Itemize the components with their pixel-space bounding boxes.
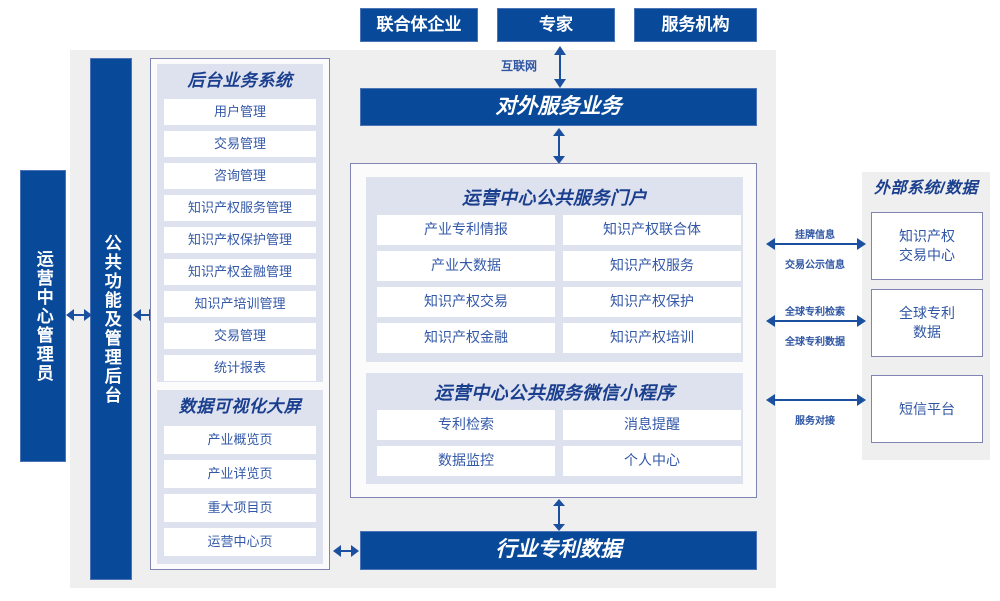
actor-label: 专家 <box>539 15 573 35</box>
portal-item[interactable]: 知识产权服务 <box>563 251 741 281</box>
admin-to-backend-arrow-icon <box>66 306 92 324</box>
external-service-bar: 对外服务业务 <box>360 88 757 126</box>
service-to-portal-arrow-icon <box>550 128 568 164</box>
miniprogram-item[interactable]: 专利检索 <box>377 410 555 440</box>
portal-item[interactable]: 知识产权联合体 <box>563 215 741 245</box>
panel-to-bottom-arrow-icon <box>333 542 359 560</box>
actor-label: 联合体企业 <box>376 15 462 35</box>
role-label: 运营中心管理员 <box>33 249 53 383</box>
role-box-common-backend: 公共功能及管理后台 <box>90 58 132 580</box>
visual-item[interactable]: 运营中心页 <box>164 528 316 556</box>
connector-label-listing-above: 挂牌信息 <box>795 230 835 241</box>
portal-item[interactable]: 知识产权交易 <box>377 287 555 317</box>
miniprogram-item[interactable]: 个人中心 <box>563 446 741 476</box>
backend-item[interactable]: 咨询管理 <box>164 163 316 189</box>
portal-item[interactable]: 知识产权金融 <box>377 323 555 353</box>
visual-item[interactable]: 重大项目页 <box>164 494 316 522</box>
miniprogram-item[interactable]: 消息提醒 <box>563 410 741 440</box>
miniprogram-panel-title: 运营中心公共服务微信小程序 <box>434 383 675 403</box>
connector-label-global-above: 全球专利检索 <box>785 307 845 318</box>
industry-patent-data-bar: 行业专利数据 <box>360 531 757 570</box>
external-item-line2: 交易中心 <box>899 247 955 263</box>
connector-label-listing-below: 交易公示信息 <box>785 260 845 271</box>
portal-item[interactable]: 产业大数据 <box>377 251 555 281</box>
connector-arrow-listing-icon <box>766 236 866 252</box>
connector-label-global-below: 全球专利数据 <box>785 337 845 348</box>
miniprogram-item[interactable]: 数据监控 <box>377 446 555 476</box>
visual-item[interactable]: 产业详览页 <box>164 460 316 488</box>
connector-label-docking-below: 服务对接 <box>795 416 835 427</box>
external-item-sms-platform[interactable]: 短信平台 <box>871 375 983 443</box>
role-label: 公共功能及管理后台 <box>101 233 121 405</box>
backend-business-panel-title: 后台业务系统 <box>187 71 293 90</box>
portal-panel-title: 运营中心公共服务门户 <box>462 188 647 208</box>
portal-item[interactable]: 知识产权保护 <box>563 287 741 317</box>
industry-patent-data-label: 行业专利数据 <box>495 538 622 562</box>
portal-item[interactable]: 知识产权培训 <box>563 323 741 353</box>
backend-item[interactable]: 统计报表 <box>164 355 316 381</box>
connector-arrow-docking-icon <box>766 392 866 408</box>
actor-label: 服务机构 <box>661 15 730 35</box>
external-item-line2: 数据 <box>913 324 941 340</box>
actor-box-consortium: 联合体企业 <box>360 8 478 42</box>
backend-item[interactable]: 交易管理 <box>164 323 316 349</box>
backend-item[interactable]: 知识产权服务管理 <box>164 195 316 221</box>
external-service-bar-label: 对外服务业务 <box>495 94 622 118</box>
external-item-line1: 短信平台 <box>899 400 955 417</box>
external-item-global-patent[interactable]: 全球专利 数据 <box>871 289 983 357</box>
external-item-line1: 全球专利 <box>899 305 955 322</box>
backend-item[interactable]: 用户管理 <box>164 99 316 125</box>
internet-arrow-icon <box>551 46 569 88</box>
actor-box-expert: 专家 <box>497 8 615 42</box>
external-item-line1: 知识产权 <box>899 228 955 245</box>
internet-label: 互联网 <box>500 59 537 73</box>
backend-item[interactable]: 知识产培训管理 <box>164 291 316 317</box>
portal-item[interactable]: 产业专利情报 <box>377 215 555 245</box>
visual-item[interactable]: 产业概览页 <box>164 426 316 454</box>
external-systems-title: 外部系统/数据 <box>874 180 978 197</box>
backend-item[interactable]: 交易管理 <box>164 131 316 157</box>
backend-item[interactable]: 知识产权金融管理 <box>164 259 316 285</box>
data-visual-panel-title: 数据可视化大屏 <box>178 397 302 416</box>
actor-box-service-org: 服务机构 <box>634 8 757 42</box>
connector-arrow-global-icon <box>766 313 866 329</box>
external-item-ip-exchange[interactable]: 知识产权 交易中心 <box>871 212 983 280</box>
portal-to-data-arrow-icon <box>550 499 568 531</box>
role-box-operation-admin: 运营中心管理员 <box>20 170 66 462</box>
backend-item[interactable]: 知识产权保护管理 <box>164 227 316 253</box>
